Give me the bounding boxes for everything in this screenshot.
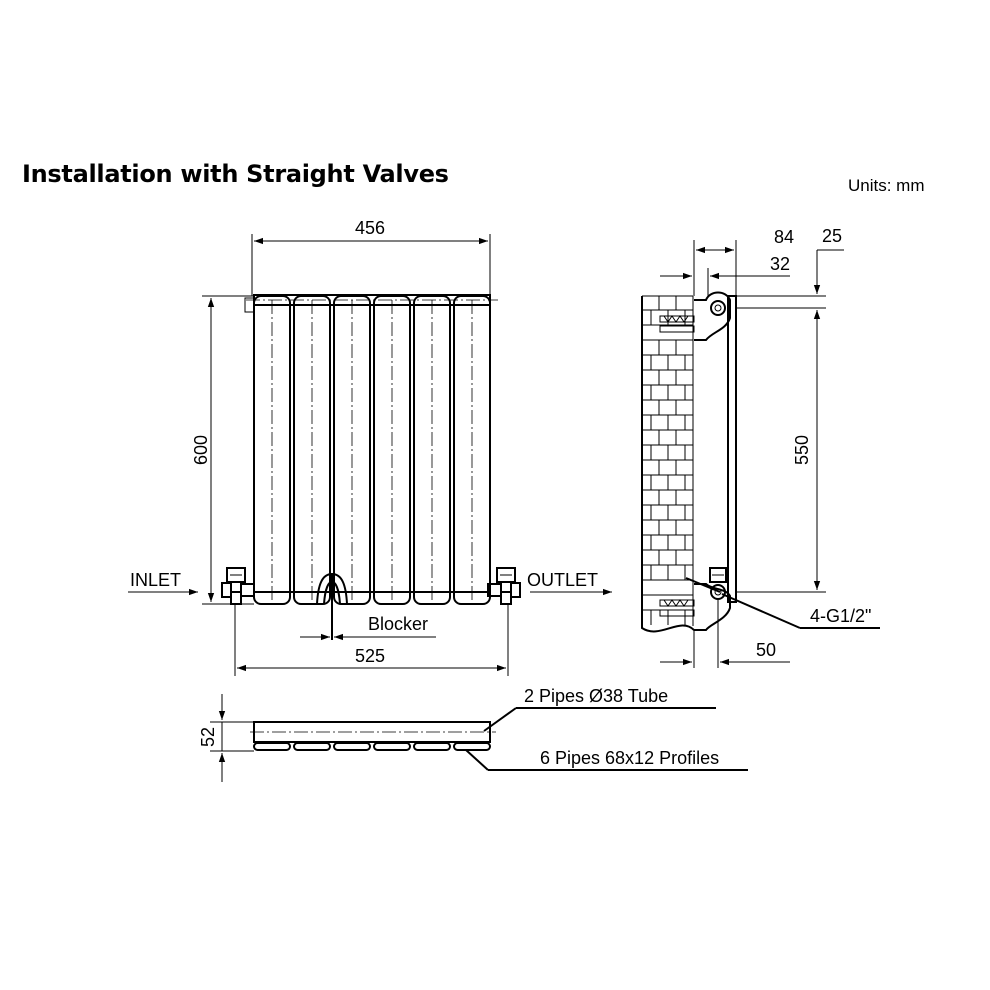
front-view: 456 bbox=[128, 218, 612, 676]
top-bracket bbox=[694, 291, 731, 341]
pipe-centers-dimension: 525 bbox=[355, 646, 385, 666]
profile bbox=[253, 295, 291, 605]
profile-leader bbox=[465, 749, 489, 771]
inlet-label: INLET bbox=[130, 570, 181, 590]
tube-leader bbox=[483, 707, 517, 732]
width-dimension: 456 bbox=[355, 218, 385, 238]
dim-550: 550 bbox=[792, 435, 812, 465]
profile-label: 6 Pipes 68x12 Profiles bbox=[540, 748, 719, 768]
top-view: 52 2 Pipes Ø38 Tube 6 Pipes 68x12 Profil… bbox=[198, 686, 748, 782]
side-valve-cap bbox=[709, 567, 727, 583]
tube-label: 2 Pipes Ø38 Tube bbox=[524, 686, 668, 706]
units-label: Units: mm bbox=[848, 176, 925, 195]
profile bbox=[453, 295, 491, 605]
connection-leader-left bbox=[685, 577, 721, 593]
depth-dimension: 52 bbox=[198, 727, 218, 747]
connection-leader bbox=[721, 593, 801, 629]
profile bbox=[413, 295, 451, 605]
radiator-side-profile bbox=[727, 295, 737, 603]
blocker bbox=[316, 572, 348, 640]
dim-25: 25 bbox=[822, 226, 842, 246]
top-view-profiles bbox=[253, 742, 491, 751]
wall-anchor-bottom bbox=[659, 599, 695, 617]
inlet-valve bbox=[221, 567, 255, 605]
profile bbox=[373, 295, 411, 605]
height-dimension: 600 bbox=[191, 435, 211, 465]
wall-anchor-top bbox=[659, 315, 695, 333]
radiator-profiles bbox=[253, 295, 491, 605]
page-title: Installation with Straight Valves bbox=[22, 160, 449, 188]
side-view: 84 32 25 550 4-G1/2" bbox=[641, 226, 880, 668]
dim-84: 84 bbox=[774, 227, 794, 247]
outlet-valve bbox=[487, 567, 521, 605]
connection-label: 4-G1/2" bbox=[810, 606, 871, 626]
wall-bricks bbox=[642, 296, 693, 625]
profile bbox=[333, 295, 371, 605]
dim-32: 32 bbox=[770, 254, 790, 274]
bottom-bracket bbox=[694, 567, 731, 631]
profile bbox=[293, 295, 331, 605]
wall bbox=[641, 295, 695, 633]
outlet-label: OUTLET bbox=[527, 570, 598, 590]
dim-50: 50 bbox=[756, 640, 776, 660]
blocker-label: Blocker bbox=[368, 614, 428, 634]
